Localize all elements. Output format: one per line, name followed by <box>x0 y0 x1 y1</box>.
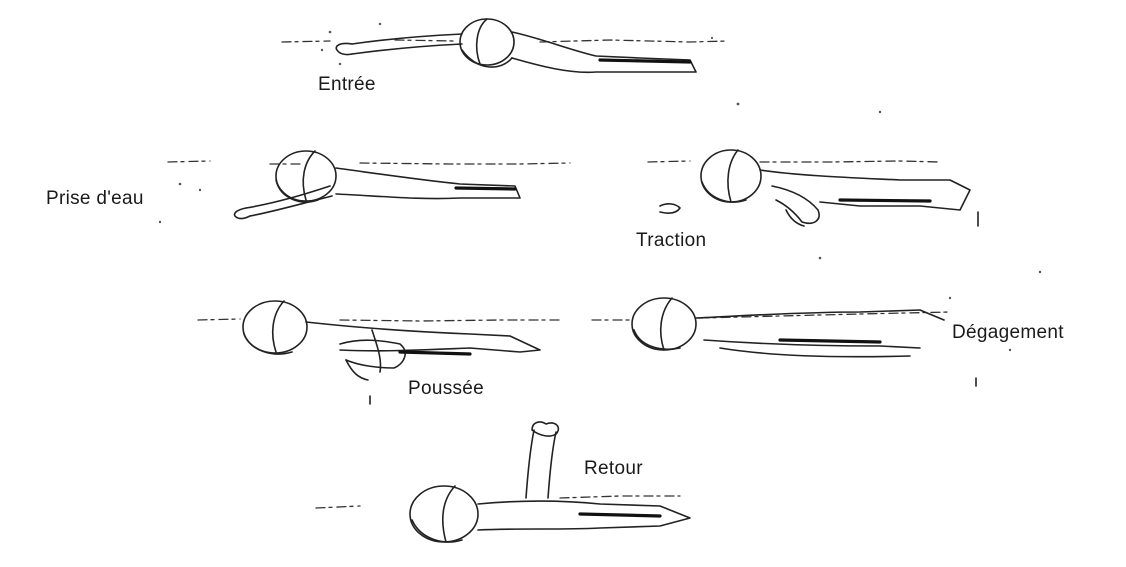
swimmer-figure-entree <box>282 19 881 113</box>
phase-label-traction: Traction <box>636 230 706 252</box>
swimmer-figure-retour <box>316 422 690 542</box>
phase-label-entree: Entrée <box>318 74 376 96</box>
phase-label-degagement: Dégagement <box>952 322 1064 344</box>
phase-label-retour: Retour <box>584 458 643 480</box>
phase-label-poussee: Poussée <box>408 378 484 400</box>
phase-label-prise-deau: Prise d'eau <box>46 188 144 210</box>
swimmer-figure-degagement <box>592 297 1011 386</box>
swimmer-figure-poussee <box>198 301 560 404</box>
swimmer-figure-prise-deau <box>159 151 570 223</box>
swimmer-figure-traction <box>648 150 1041 273</box>
